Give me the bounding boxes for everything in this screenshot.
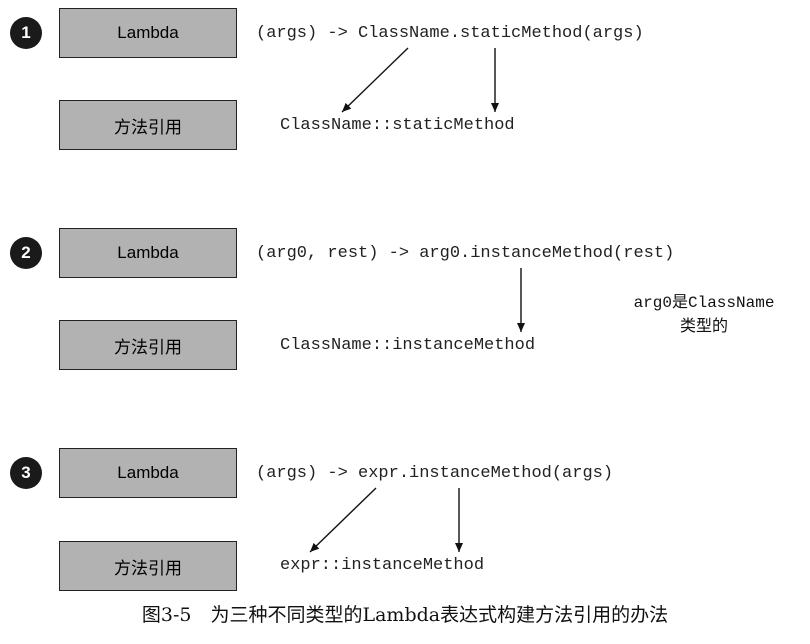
- arg0-token: arg0: [633, 294, 672, 312]
- arg0-type-note-line1: arg0是ClassName: [614, 288, 794, 312]
- arrow-3-expr: [309, 487, 377, 553]
- arg0-type-note-line2: 类型的: [679, 316, 728, 335]
- lambda-box-2: Lambda: [59, 228, 237, 278]
- arg0-type-note: arg0是ClassName 类型的: [614, 288, 794, 336]
- arrow-1-classname: [341, 47, 409, 113]
- lambda-code-2: (arg0, rest) -> arg0.instanceMethod(rest…: [256, 244, 675, 263]
- step-2-badge: 2: [10, 237, 42, 269]
- method-ref-code-2: ClassName::instanceMethod: [280, 336, 536, 355]
- step-3-badge: 3: [10, 457, 42, 489]
- note-connector: 是: [671, 292, 688, 311]
- lambda-code-3: (args) -> expr.instanceMethod(args): [256, 464, 614, 483]
- classname-token: ClassName: [688, 294, 775, 312]
- method-ref-box-2: 方法引用: [59, 320, 237, 370]
- step-1-badge: 1: [10, 17, 42, 49]
- figure-caption: 图3-5 为三种不同类型的Lambda表达式构建方法引用的办法: [141, 604, 669, 626]
- lambda-code-1: (args) -> ClassName.staticMethod(args): [256, 24, 644, 43]
- lambda-box-3: Lambda: [59, 448, 237, 498]
- method-ref-box-1: 方法引用: [59, 100, 237, 150]
- method-ref-box-3: 方法引用: [59, 541, 237, 591]
- method-ref-code-1: ClassName::staticMethod: [280, 116, 515, 135]
- lambda-box-1: Lambda: [59, 8, 237, 58]
- method-ref-code-3: expr::instanceMethod: [280, 556, 485, 575]
